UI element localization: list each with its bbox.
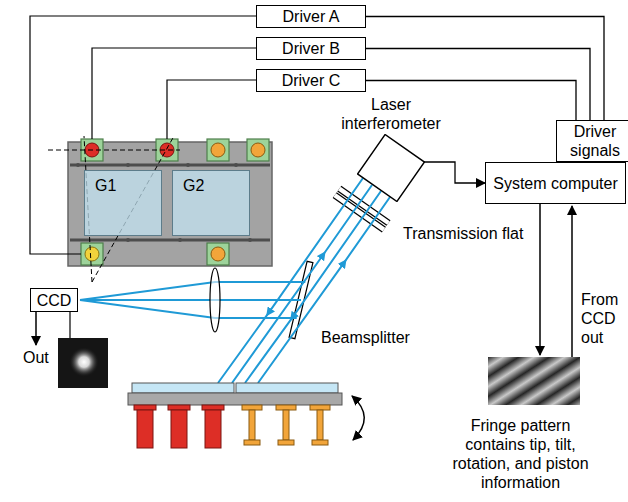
actuator-cap [134, 405, 156, 410]
camera-image [58, 338, 108, 388]
mirror-segment [132, 383, 234, 393]
pivot-lines [48, 136, 180, 282]
actuator-orange [211, 247, 225, 261]
rail-screws [76, 163, 252, 242]
actuator-yellow [85, 247, 99, 261]
node-text: CCD [37, 291, 72, 310]
rotation-arrow [352, 396, 364, 440]
actuator-mount [156, 139, 178, 161]
rail-screw [126, 163, 130, 167]
actuator-foot [278, 440, 294, 445]
actuator-mount [207, 139, 229, 161]
signal-label: Out [22, 348, 50, 367]
driver-wire [30, 16, 256, 254]
actuator-stem [283, 410, 289, 440]
driver-box: Driver B [256, 37, 366, 60]
actuator-mount [81, 243, 103, 265]
actuator-cap [202, 405, 224, 410]
node-text: Driver signals [557, 122, 628, 160]
actuator-body [137, 410, 153, 448]
mount-rail [70, 164, 270, 167]
connector [424, 162, 485, 183]
actuator-cap [242, 405, 262, 410]
part-label: Transmission flat [402, 224, 524, 243]
actuator-cap [310, 405, 330, 410]
lens [210, 268, 220, 332]
laser-beam [80, 282, 305, 300]
driver-wire [167, 80, 256, 139]
rail-screw [248, 238, 252, 242]
node-text: G1 [95, 176, 116, 195]
transmission-flat [335, 195, 384, 229]
actuator-stem [249, 410, 255, 440]
laser-beam [232, 185, 372, 383]
laser-beam [245, 191, 381, 383]
actuator-mount [247, 139, 269, 161]
actuator-orange [251, 143, 265, 157]
camera-box: CCD [30, 288, 78, 312]
actuator-foot [312, 440, 328, 445]
node-text: Driver A [283, 7, 340, 26]
laser-beam [80, 299, 301, 301]
rail-screw [126, 238, 130, 242]
driver-box: Driver A [256, 5, 366, 28]
output-arrow [35, 312, 37, 345]
interferometer-body [358, 135, 425, 202]
rail-screw [186, 163, 190, 167]
signal-arrow [539, 204, 541, 355]
actuator-body [205, 410, 221, 448]
signal-box: Driver signals [556, 120, 628, 162]
glass-panel: G2 [172, 170, 250, 236]
laser-beam [80, 300, 297, 318]
actuator-mount [207, 243, 229, 265]
node-heading: Laser interferometer [335, 95, 447, 133]
rail-screw [76, 163, 80, 167]
transmission-flat [335, 195, 384, 229]
actuator-foot [244, 440, 260, 445]
actuator-mounts [81, 139, 269, 265]
red-actuators [134, 405, 224, 448]
interferometer-outline [357, 134, 425, 202]
node-text: G2 [183, 176, 204, 195]
actuator-body [171, 410, 187, 448]
computer-box: System computer [485, 162, 626, 204]
rail-screw [178, 238, 182, 242]
driver-box: Driver C [256, 69, 366, 92]
orange-actuators [242, 405, 330, 445]
node-text: Driver C [282, 71, 341, 90]
pivot-line [48, 150, 180, 151]
camera-lead [69, 312, 70, 338]
node-text: System computer [493, 174, 617, 193]
actuator-orange [211, 143, 225, 157]
node-text: Driver B [282, 39, 340, 58]
driver-wires [30, 16, 256, 254]
signal-label: From CCD out [580, 290, 628, 347]
signal-arrow [571, 206, 573, 357]
actuator-cap [168, 405, 190, 410]
part-label: Beamsplitter [320, 328, 411, 347]
actuator-stem [317, 410, 323, 440]
mirror-base [128, 393, 342, 405]
note-text: Fringe pattern contains tip, tilt, rotat… [442, 416, 599, 492]
glass-panel: G1 [84, 170, 162, 236]
mount-rail [70, 239, 270, 242]
driver-wire [92, 48, 256, 139]
mirror-segment [236, 383, 338, 393]
fringe-image [488, 357, 580, 405]
fringe-stripes [488, 357, 580, 405]
rail-screw [234, 163, 238, 167]
interferometer-box: Laser interferometer [357, 134, 425, 202]
actuator-cap [276, 405, 296, 410]
laser-beam [258, 197, 390, 383]
laser-spot [69, 347, 99, 377]
